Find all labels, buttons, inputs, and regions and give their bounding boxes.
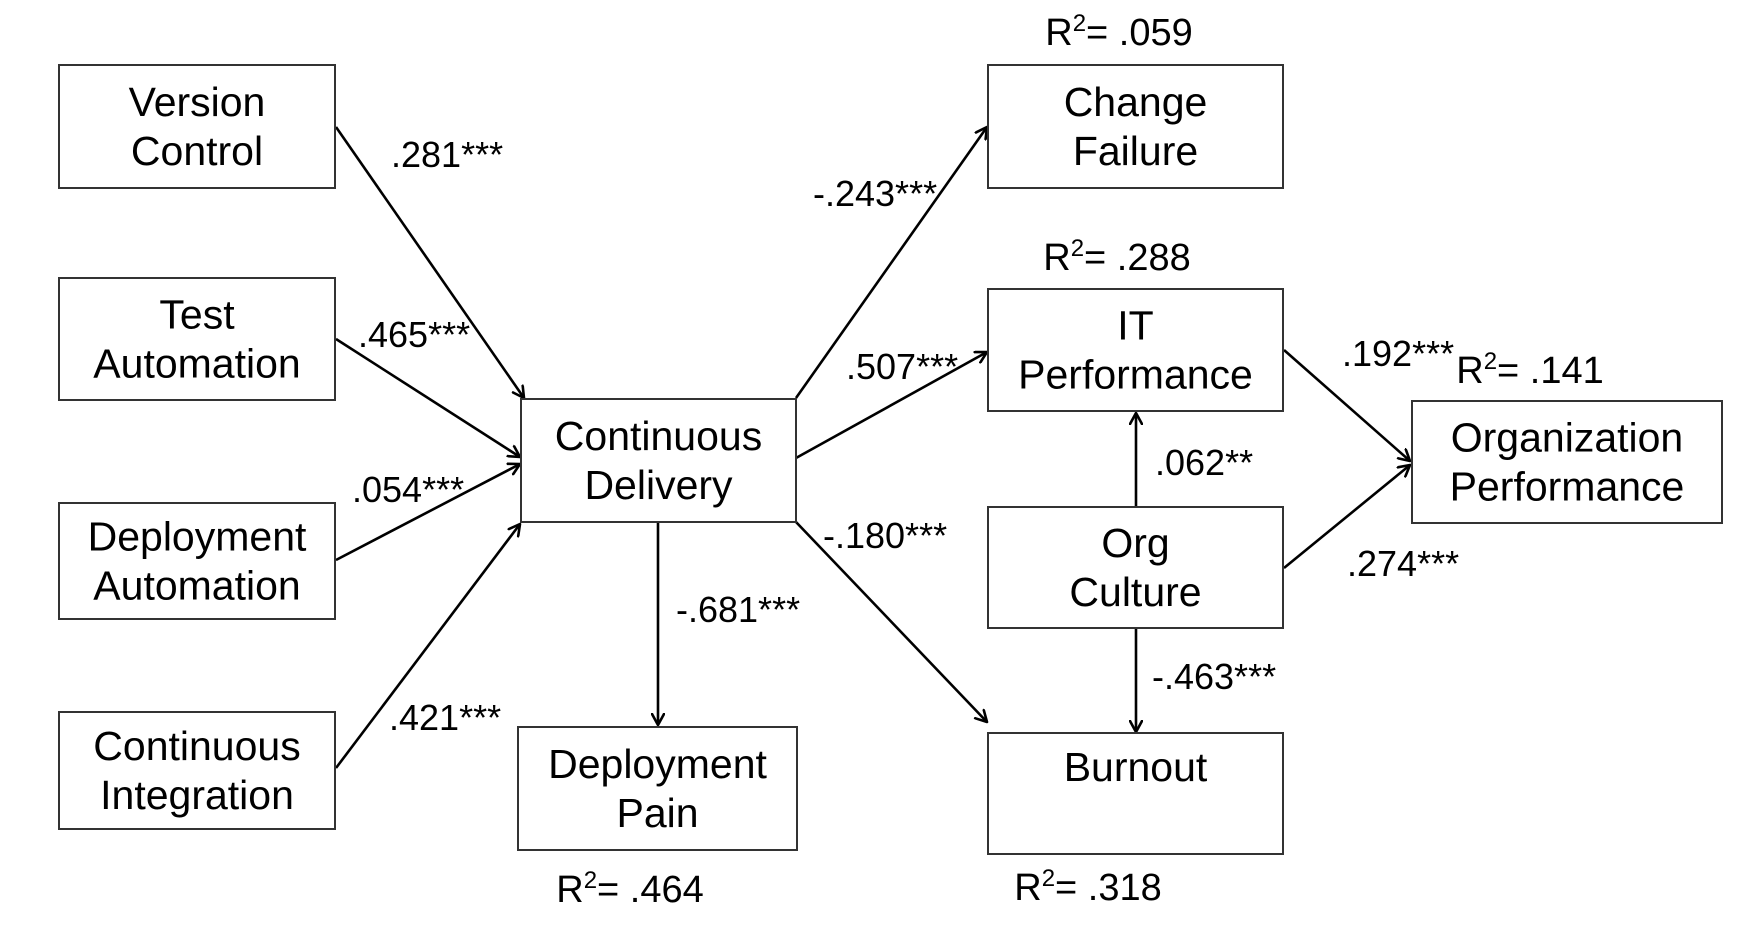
node-burnout: Burnout [987, 732, 1284, 855]
node-label-line: Culture [1069, 569, 1201, 615]
r-squared-label: R2= .464 [556, 867, 704, 911]
path-coefficient-label: -.463*** [1152, 656, 1276, 697]
node-label-line: Organization [1451, 415, 1683, 461]
node-label-line: Performance [1450, 464, 1685, 510]
path-arrow-continuous-integration-to-continuous-delivery [334, 524, 520, 769]
node-label-line: Change [1064, 79, 1208, 125]
nodes-layer: VersionControlTestAutomationDeploymentAu… [58, 64, 1723, 855]
node-label-line: Burnout [1064, 744, 1208, 790]
node-label-line: Continuous [93, 723, 300, 769]
path-coefficient-label: .465*** [358, 314, 470, 355]
node-box [987, 732, 1284, 855]
node-label-line: Continuous [555, 413, 762, 459]
node-box [517, 726, 798, 851]
node-label-line: Deployment [548, 741, 767, 787]
node-box [1411, 400, 1723, 524]
arrow-line [794, 127, 987, 399]
arrow-line [795, 521, 987, 722]
path-arrow-test-automation-to-continuous-delivery [335, 337, 520, 457]
path-arrow-continuous-delivery-to-change-failure [794, 127, 987, 399]
node-box [987, 64, 1284, 189]
labels-layer: .281*** .465*** .054*** .421*** -.243*** .507… [352, 10, 1604, 911]
path-coefficient-label: .281*** [391, 134, 503, 175]
path-coefficient-label: -.681*** [676, 589, 800, 630]
node-label-line: Failure [1073, 128, 1198, 174]
edges-layer [334, 126, 1410, 769]
node-box [520, 398, 797, 523]
r-squared-label: R2= .318 [1014, 865, 1162, 909]
path-arrow-continuous-delivery-to-it-performance [795, 352, 987, 460]
arrow-line [795, 352, 987, 460]
node-label-line: Version [129, 79, 266, 125]
arrow-line [334, 126, 524, 398]
node-box [58, 277, 336, 401]
path-coefficient-label: .062** [1155, 442, 1253, 483]
node-box [58, 711, 336, 830]
node-label-line: Performance [1018, 352, 1253, 398]
path-coefficient-label: .192*** [1342, 333, 1454, 374]
arrow-line [334, 524, 520, 769]
arrow-line [335, 337, 520, 457]
path-coefficient-label: .274*** [1347, 543, 1459, 584]
node-label-line: Deployment [88, 514, 307, 560]
node-box [58, 64, 336, 189]
path-coefficient-label: .054*** [352, 469, 464, 510]
node-label-line: Automation [93, 341, 300, 387]
r-squared-label: R2= .141 [1456, 348, 1604, 392]
node-label-line: Control [131, 128, 263, 174]
node-box [987, 288, 1284, 412]
node-label-line: Test [159, 292, 235, 338]
node-label-line: Integration [100, 772, 294, 818]
node-box [987, 506, 1284, 629]
arrow-line [335, 464, 520, 562]
path-arrow-continuous-delivery-to-burnout [795, 521, 987, 722]
arrow-line [1283, 349, 1410, 461]
node-label-line: IT [1117, 303, 1153, 349]
path-coefficient-label: .421*** [389, 697, 501, 738]
path-arrow-deployment-automation-to-continuous-delivery [335, 464, 520, 562]
node-label-line: Org [1101, 520, 1169, 566]
r-squared-label: R2= .059 [1045, 10, 1193, 54]
node-label-line: Delivery [584, 462, 733, 508]
node-label-line: Automation [93, 563, 300, 609]
path-arrow-it-performance-to-organization-performance [1283, 349, 1410, 461]
path-arrow-version-control-to-continuous-delivery [334, 126, 524, 398]
path-coefficient-label: .507*** [846, 346, 958, 387]
path-arrow-org-culture-to-organization-performance [1283, 465, 1410, 570]
path-coefficient-label: -.243*** [813, 173, 937, 214]
path-coefficient-label: -.180*** [823, 515, 947, 556]
node-box [58, 502, 336, 620]
r-squared-label: R2= .288 [1043, 235, 1191, 279]
arrow-line [1283, 465, 1410, 570]
node-label-line: Pain [616, 790, 698, 836]
